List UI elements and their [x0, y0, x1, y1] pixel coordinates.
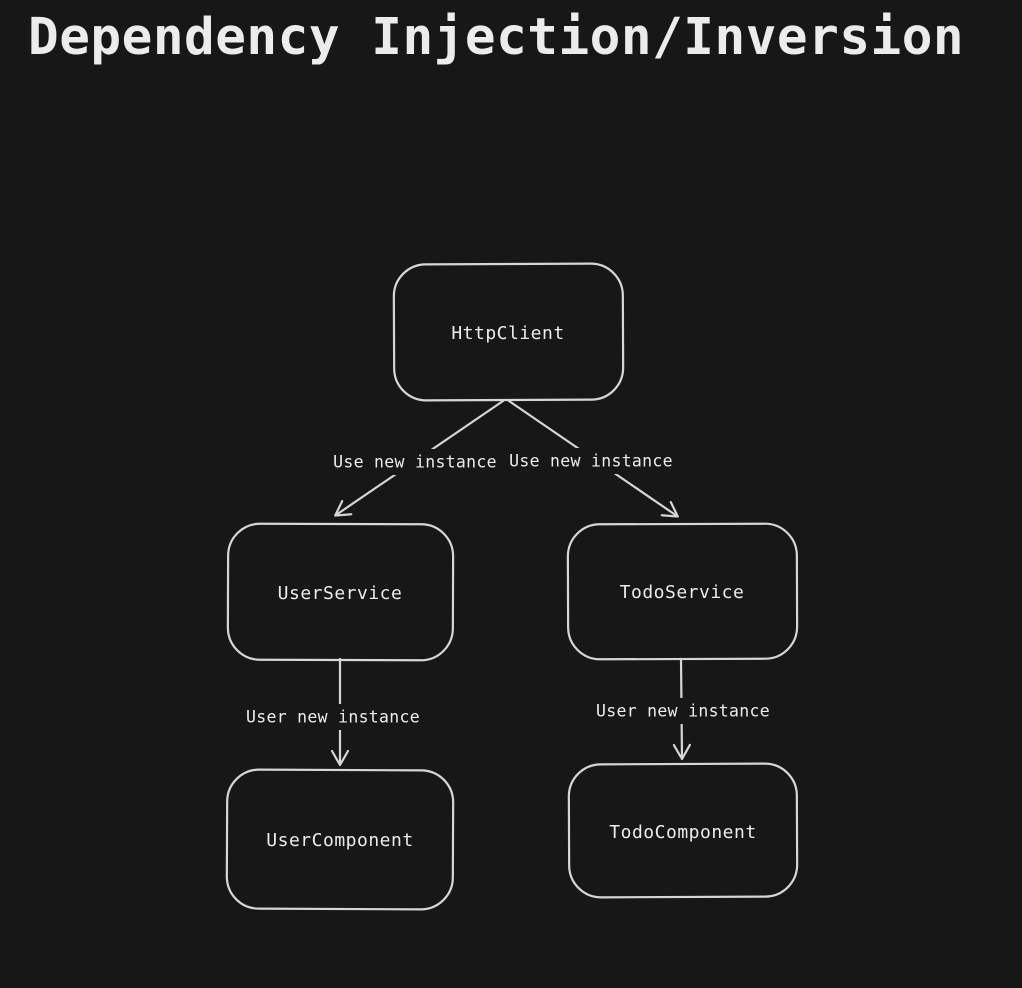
edge-label: Use new instance	[333, 453, 497, 472]
node-box	[566, 522, 799, 661]
node-label: TodoComponent	[609, 822, 756, 843]
node-usercomponent: UserComponent	[225, 768, 455, 911]
node-label: UserComponent	[266, 830, 413, 851]
edge-label-backdrop	[330, 449, 500, 475]
node-box	[225, 768, 455, 911]
edge-label-group: User new instance	[596, 698, 770, 724]
edge-label-backdrop	[246, 704, 420, 730]
node-todoservice: TodoService	[566, 522, 799, 661]
node-userservice: UserService	[226, 522, 455, 662]
edge-label-group: User new instance	[246, 704, 420, 730]
page-title: Dependency Injection/Inversion	[28, 8, 965, 67]
edge-label-group: Use new instance	[330, 449, 500, 475]
node-todocomponent: TodoComponent	[567, 762, 799, 899]
node-label: UserService	[278, 583, 403, 604]
edge-label-backdrop	[596, 698, 770, 724]
edge-label: Use new instance	[509, 452, 673, 471]
node-label: HttpClient	[451, 323, 564, 344]
edge-label-group: Use new instance	[506, 448, 676, 474]
edge-label: User new instance	[246, 708, 420, 727]
node-httpclient: HttpClient	[392, 262, 625, 402]
node-label: TodoService	[620, 582, 745, 603]
node-box	[567, 762, 799, 899]
node-box	[226, 522, 455, 662]
edge-label: User new instance	[596, 702, 770, 721]
node-box	[392, 262, 625, 402]
edge-label-backdrop	[506, 448, 676, 474]
